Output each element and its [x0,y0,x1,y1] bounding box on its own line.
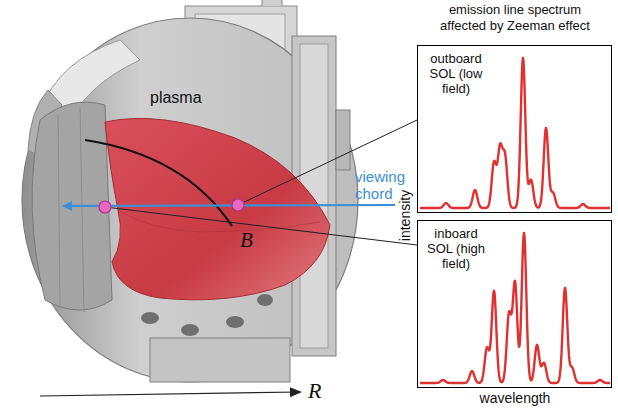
emission-point [99,201,111,213]
panel-label: inboard SOL (high field) [424,226,488,271]
axis-label: wavelength [465,390,565,407]
bottom-flange [150,338,290,382]
port-hole [257,294,273,306]
viewing-chord-arrow [64,205,395,206]
field-symbol: B [240,228,264,253]
spectrum-panel: outboard SOL (low field) [417,45,612,213]
emission-point [232,199,244,211]
port-hole [141,312,159,324]
plasma-shape [105,118,330,299]
leader-line [238,120,417,205]
plasma-label: plasma [150,88,230,107]
panel-heading: emission line spectrum affected by Zeema… [425,2,605,34]
axis-label: intensity [397,180,414,252]
radius-axis [40,392,300,396]
vacuum-vessel [22,18,358,382]
lifting-eye [262,0,282,6]
panel-label: outboard SOL (low field) [424,51,488,96]
leader-line [105,207,417,245]
port-hole [226,316,244,328]
port-hole [181,324,199,336]
axis-symbol: R [308,378,332,404]
spectrum-panel: inboard SOL (high field) [417,220,612,388]
